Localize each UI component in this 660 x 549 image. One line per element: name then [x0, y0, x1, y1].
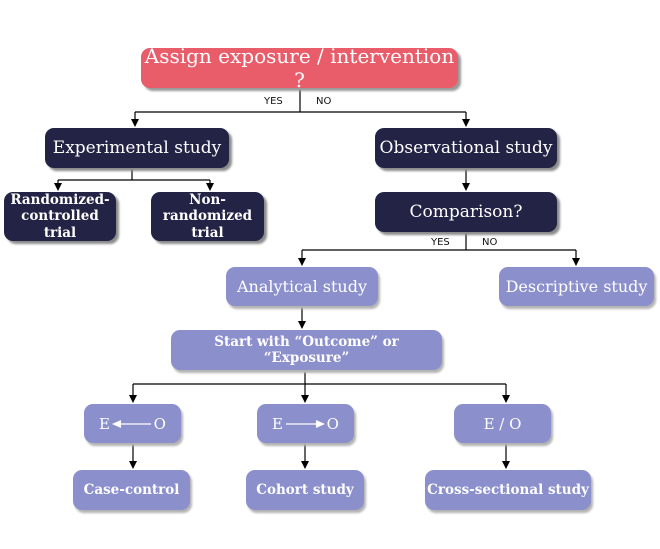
experimental-study-node: Experimental study: [45, 128, 229, 168]
left-arrow-icon: [111, 419, 151, 428]
e-from-o-node: E O: [84, 404, 181, 443]
o-label: O: [326, 414, 339, 433]
root-question-node: Assign exposure / intervention ?: [141, 44, 458, 92]
e-label: E: [99, 414, 110, 433]
start-with-node: Start with “Outcome” or “Exposure”: [171, 330, 442, 370]
observational-study-node: Observational study: [375, 128, 557, 168]
right-arrow-icon: [285, 419, 325, 428]
cross-sectional-study-node: Cross-sectional study: [425, 470, 591, 510]
e-label: E: [272, 414, 283, 433]
yes-label-comparison: YES: [431, 237, 450, 248]
comparison-node: Comparison?: [375, 192, 557, 232]
descriptive-study-node: Descriptive study: [499, 267, 654, 306]
e-slash-o-node: E / O: [454, 404, 551, 443]
analytical-study-node: Analytical study: [226, 267, 378, 306]
case-control-node: Case-control: [73, 470, 190, 510]
non-randomized-trial-node: Non-randomized trial: [151, 192, 264, 241]
no-label-root: NO: [316, 96, 332, 107]
e-to-o-node: E O: [257, 404, 354, 443]
no-label-comparison: NO: [482, 237, 498, 248]
cohort-study-node: Cohort study: [246, 470, 364, 510]
o-label: O: [153, 414, 166, 433]
randomized-controlled-trial-node: Randomized-controlled trial: [4, 192, 116, 241]
yes-label-root: YES: [264, 96, 283, 107]
